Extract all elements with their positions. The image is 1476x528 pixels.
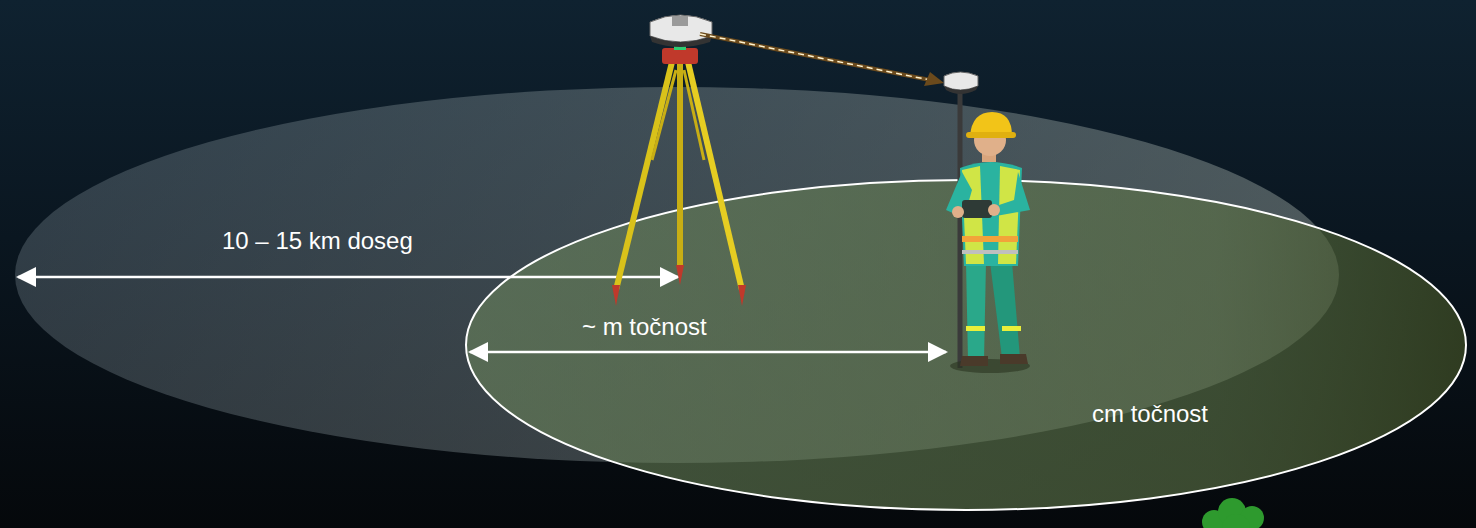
base-tripod	[612, 40, 746, 306]
tree	[1202, 498, 1264, 528]
accuracy-label: cm točnost	[1092, 400, 1208, 429]
surveyor-figure	[946, 112, 1030, 373]
range-dimension	[18, 276, 678, 279]
radio-link	[700, 34, 944, 86]
range-label: 10 – 15 km doseg	[222, 227, 413, 256]
accuracy-label: ~ m točnost	[582, 313, 707, 342]
accuracy-dimension	[470, 351, 946, 354]
base-receiver	[650, 15, 712, 47]
